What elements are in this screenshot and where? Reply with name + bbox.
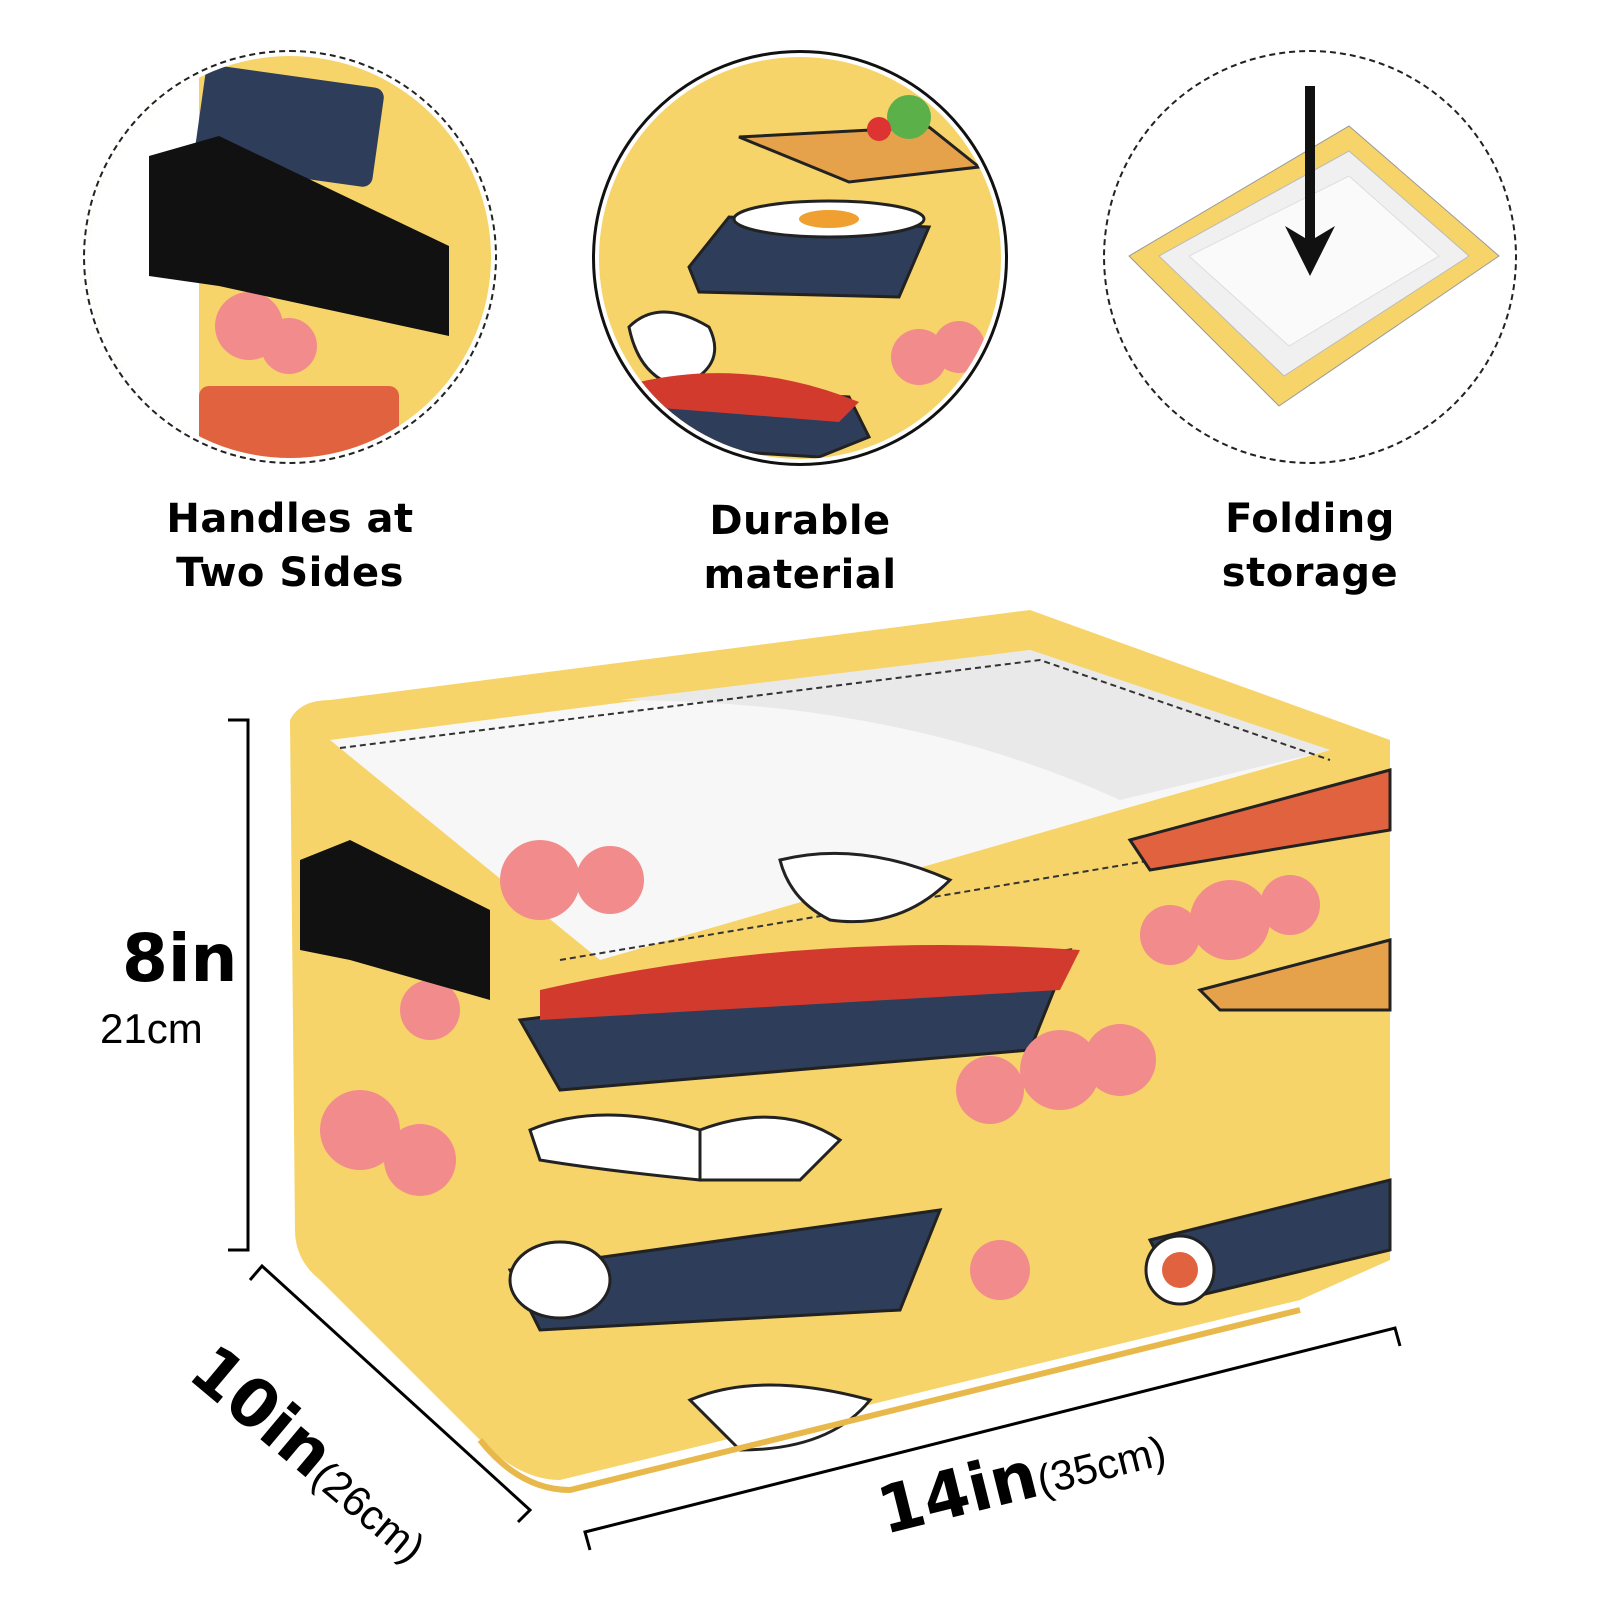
feature-label-line1: Handles at (166, 496, 414, 542)
folding-closeup-image (1103, 50, 1517, 464)
fabric-closeup-image (592, 50, 1008, 466)
height-dimension-line (228, 718, 250, 1252)
feature-label-line2: Two Sides (176, 550, 404, 596)
feature-label-line1: Durable (709, 498, 891, 544)
feature-handles: Handles at Two Sides (80, 50, 500, 600)
fabric-pattern-icon (627, 95, 985, 459)
feature-label-line2: storage (1221, 550, 1399, 596)
down-arrow-icon (1285, 86, 1335, 276)
handle-icon (300, 840, 490, 1000)
width-dimension-line (583, 1326, 1402, 1551)
feature-label-line2: material (703, 552, 897, 598)
height-inches: 8in (122, 920, 238, 997)
height-cm: 21cm (100, 1005, 203, 1052)
depth-dimension-line (248, 1263, 533, 1524)
feature-folding: Folding storage (1100, 50, 1520, 600)
feature-durable: Durable material (590, 50, 1010, 602)
feature-label-line1: Folding (1225, 496, 1395, 542)
